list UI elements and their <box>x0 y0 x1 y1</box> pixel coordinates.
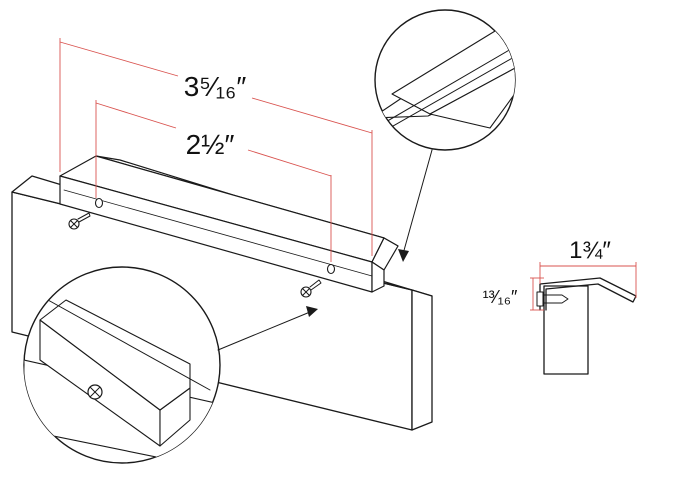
screw-icon <box>68 212 91 230</box>
mounting-hole-left <box>94 197 104 209</box>
dimension-label-overall: 3⁵⁄₁₆″ <box>184 71 247 102</box>
dimension-overall <box>59 38 373 256</box>
dimension-lip-height <box>530 277 544 311</box>
edge-pull <box>59 155 399 293</box>
mounting-hole-right <box>326 263 336 275</box>
section-profile <box>536 277 637 375</box>
dimension-label-lip-height: ¹³⁄₁₆″ <box>483 287 518 307</box>
magnifier-callout <box>374 9 516 262</box>
dimension-label-hole-spacing: 2½″ <box>186 129 235 160</box>
dimension-hole-spacing <box>95 100 332 262</box>
dimension-label-depth: 1¾″ <box>569 237 611 264</box>
dimension-depth <box>539 262 637 298</box>
magnifier-callout <box>23 266 318 464</box>
screw-icon <box>300 279 322 298</box>
